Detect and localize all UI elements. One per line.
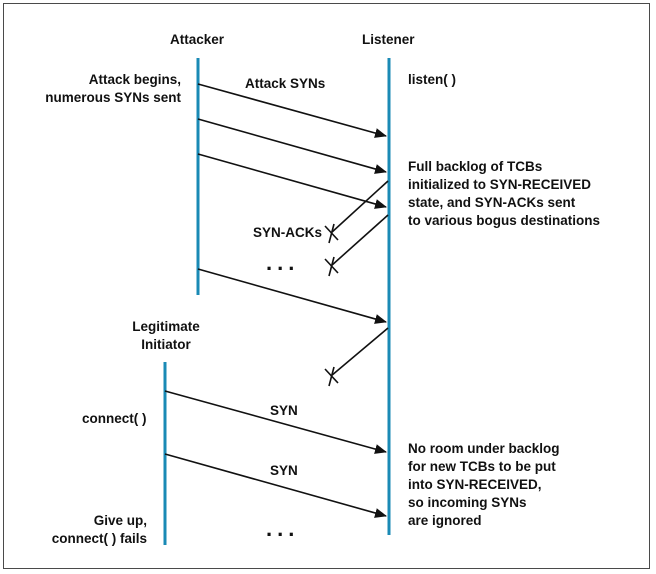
syn-label-2: SYN [270, 463, 298, 478]
legit-syn-arrow-1 [164, 390, 387, 454]
attack-syn-arrow-4 [197, 268, 387, 324]
backlog-full-note: Full backlog of TCBs initialized to SYN-… [408, 159, 601, 228]
diagram-frame [3, 3, 650, 569]
legit-syn-arrow-2 [164, 453, 387, 518]
give-up-note: Give up, connect( ) fails [51, 513, 147, 546]
attack-syn-arrow-1 [197, 83, 387, 138]
attack-begins-note: Attack begins, numerous SYNs sent [45, 72, 181, 105]
syn-ack-lost-x-3 [324, 366, 339, 387]
syn-acks-label: SYN-ACKs [253, 225, 323, 240]
connect-call-label: connect( ) [82, 411, 147, 426]
listener-label: Listener [362, 32, 415, 47]
attacker-label: Attacker [170, 32, 225, 47]
ellipsis-legit: ... [266, 516, 300, 541]
syn-ack-line-1 [330, 180, 389, 234]
syn-ack-lost-x-1 [324, 223, 339, 244]
syn-label-1: SYN [270, 403, 298, 418]
attack-syn-arrow-2 [197, 118, 387, 174]
ellipsis-attack: ... [266, 250, 300, 275]
syn-ack-line-3 [330, 327, 389, 377]
attack-syns-label: Attack SYNs [245, 76, 326, 91]
syn-ack-line-2 [330, 214, 389, 267]
no-room-note: No room under backlog for new TCBs to be… [408, 441, 560, 528]
syn-ack-lost-x-2 [324, 256, 339, 277]
attack-syn-arrow-3 [197, 153, 387, 209]
listen-call-label: listen( ) [408, 72, 457, 87]
initiator-label: Legitimate Initiator [132, 319, 200, 352]
